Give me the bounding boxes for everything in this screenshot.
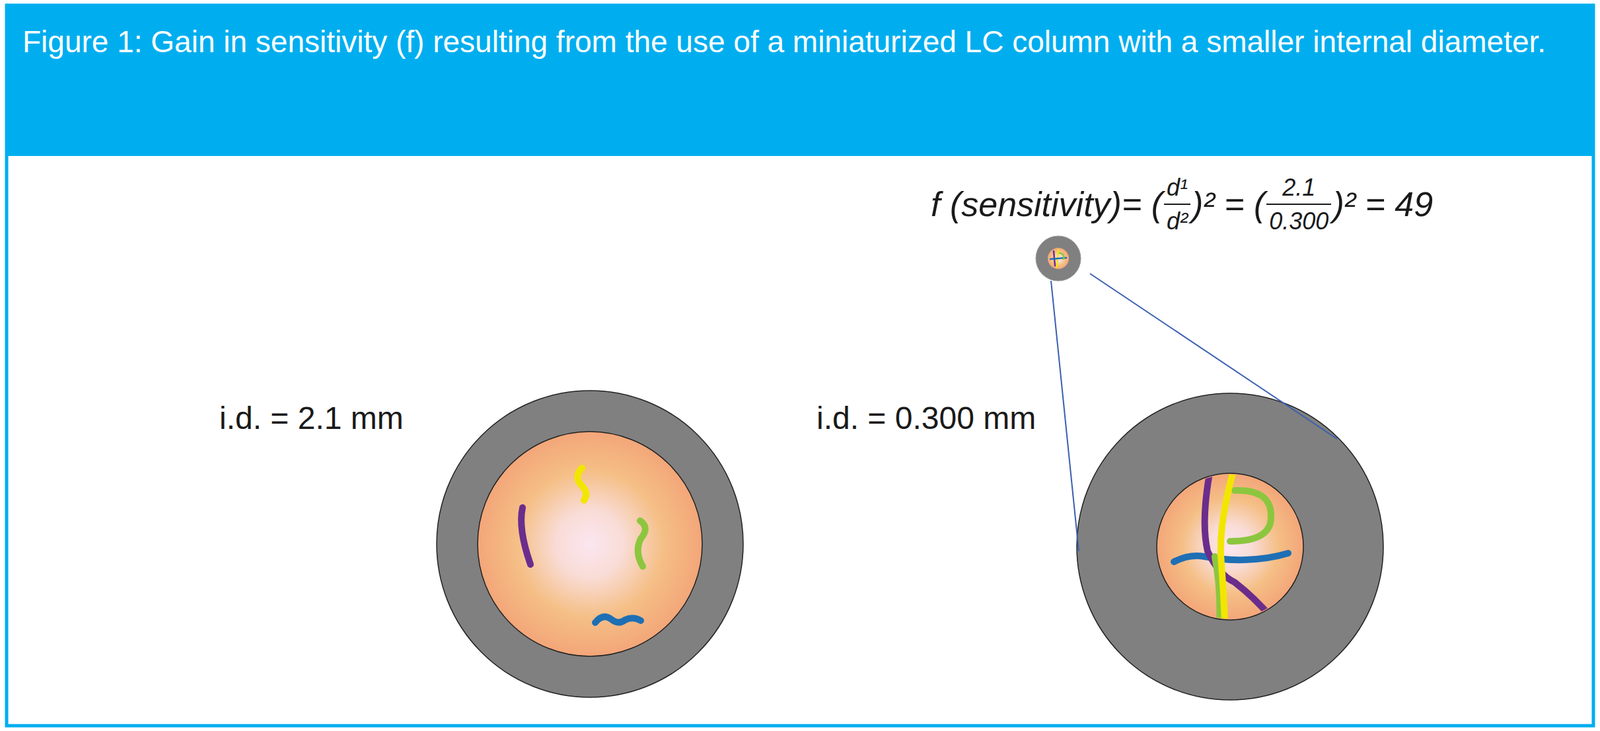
sensitivity-formula: f (sensitivity)= ( d¹ d² )² = ( 2.1 0.30… [930, 173, 1433, 236]
formula-text: )² = ( [1191, 183, 1266, 225]
numerator: d¹ [1163, 173, 1191, 202]
figure-title: Figure 1: Gain in sensitivity (f) result… [22, 22, 1569, 63]
diameter-label: i.d. = 0.300 mm [813, 399, 1039, 438]
formula-denominator: d² [1163, 206, 1191, 236]
title-holder: Figure 1: Gain in sensitivity (f) result… [22, 22, 1569, 63]
numerator: 2.1 [1279, 173, 1318, 202]
actual-size-column [1035, 235, 1081, 281]
formula-text: f (sensitivity)= ( [930, 183, 1163, 225]
diameter-holder: i.d. = 0.300 mm [813, 399, 1039, 438]
formula-denominator: 0.300 [1266, 206, 1332, 236]
wide-column [436, 390, 744, 697]
fraction-bar [1266, 203, 1332, 205]
zoom-lines [1051, 273, 1338, 551]
fraction-bar [1163, 203, 1191, 205]
narrow-column [1076, 393, 1384, 700]
formula-numerator: 2.1 [1279, 173, 1318, 202]
formula-part: )² = ( [1191, 183, 1266, 225]
fraction: 2.1 0.300 [1266, 173, 1332, 236]
formula-numerator: d¹ [1163, 173, 1191, 202]
diameter-holder: i.d. = 2.1 mm [216, 399, 407, 438]
denominator: d² [1163, 206, 1191, 236]
formula-part: f (sensitivity)= ( [930, 183, 1163, 225]
denominator: 0.300 [1266, 206, 1332, 236]
diameter-label: i.d. = 2.1 mm [216, 399, 407, 438]
fraction: d¹ d² [1163, 173, 1191, 236]
formula-part: )² = 49 [1332, 183, 1433, 225]
formula-text: )² = 49 [1332, 183, 1433, 225]
figure-frame [6, 5, 1594, 726]
title-band [6, 5, 1594, 156]
